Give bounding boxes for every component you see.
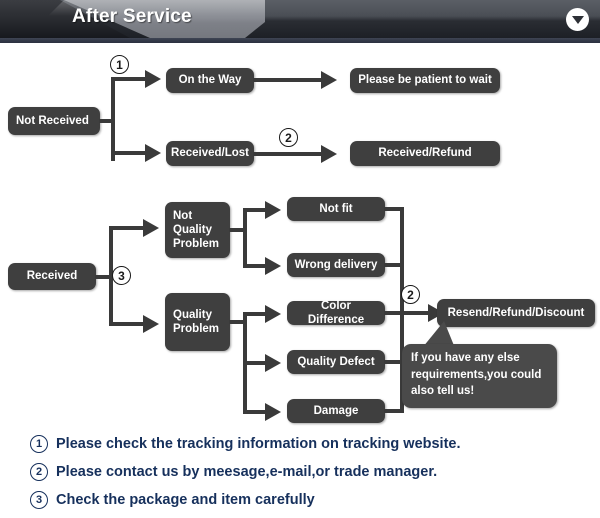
connector-bus-wrong-delivery: [384, 263, 404, 267]
connector-bus-damage: [384, 409, 404, 413]
connector-bus-quality-defect: [384, 360, 404, 364]
arrow-lost-to-refund: [321, 145, 337, 163]
connector-lost-to-refund: [253, 152, 323, 156]
connector-outcome-bus: [400, 207, 404, 413]
legend-item: 1 Please check the tracking information …: [30, 433, 590, 455]
arrow-to-quality: [143, 315, 159, 333]
node-received-refund[interactable]: Received/Refund: [350, 141, 500, 166]
node-damage[interactable]: Damage: [287, 399, 385, 423]
page-title: After Service: [72, 6, 192, 27]
marker-branch-split: 1: [110, 55, 129, 74]
node-received-lost[interactable]: Received/Lost: [166, 141, 254, 166]
legend-number: 3: [30, 491, 48, 509]
node-on-the-way[interactable]: On the Way: [166, 68, 254, 93]
callout-note: If you have any else requirements,you co…: [402, 344, 557, 408]
legend-text: Please contact us by meesage,e-mail,or t…: [56, 464, 438, 480]
arrow-to-on-the-way: [145, 70, 161, 88]
connector-bus-to-outcome: [400, 311, 430, 315]
legend-text: Please check the tracking information on…: [56, 436, 461, 452]
node-not-received[interactable]: Not Received: [8, 107, 100, 135]
node-not-fit[interactable]: Not fit: [287, 197, 385, 221]
marker-outcome: 2: [401, 285, 420, 304]
header-divider-highlight: [0, 43, 600, 45]
page-header: After Service: [0, 0, 600, 38]
connector-not-received-spine: [111, 77, 115, 161]
node-quality-problem[interactable]: Quality Problem: [165, 293, 230, 351]
connector-q-to-color: [243, 312, 267, 316]
arrow-to-not-fit: [265, 201, 281, 219]
arrow-to-quality-defect: [265, 354, 281, 372]
arrow-to-wrong-delivery: [265, 257, 281, 275]
connector-nq-spine: [243, 208, 247, 268]
arrow-to-received-lost: [145, 144, 161, 162]
connector-nq-trunk: [229, 228, 247, 232]
node-resend-refund-discount[interactable]: Resend/Refund/Discount: [437, 299, 595, 327]
node-quality-defect[interactable]: Quality Defect: [287, 350, 385, 374]
arrow-on-the-way-to-wait: [321, 71, 337, 89]
connector-nq-to-wrong-delivery: [243, 264, 267, 268]
node-color-difference[interactable]: Color Difference: [287, 300, 385, 326]
node-received[interactable]: Received: [8, 263, 96, 290]
legend-item: 3 Check the package and item carefully: [30, 489, 590, 511]
arrow-to-damage: [265, 403, 281, 421]
connector-to-not-quality: [109, 226, 145, 230]
connector-not-received-trunk: [99, 119, 115, 123]
chevron-down-icon[interactable]: [566, 8, 589, 31]
marker-received-branch: 3: [112, 266, 131, 285]
legend-text: Check the package and item carefully: [56, 492, 315, 508]
header-plate-gloss: [48, 0, 265, 16]
legend-number: 1: [30, 435, 48, 453]
connector-bus-not-fit: [384, 207, 404, 211]
connector-q-to-defect: [243, 361, 267, 365]
marker-lost-to-refund: 2: [279, 128, 298, 147]
legend: 1 Please check the tracking information …: [30, 433, 590, 517]
arrow-to-color-difference: [265, 305, 281, 323]
header-divider: [0, 38, 600, 43]
connector-to-on-the-way: [111, 77, 147, 81]
connector-on-the-way-to-wait: [253, 78, 323, 82]
node-not-quality-problem[interactable]: Not Quality Problem: [165, 202, 230, 258]
node-please-be-patient[interactable]: Please be patient to wait: [350, 68, 500, 93]
connector-q-to-damage: [243, 410, 267, 414]
legend-number: 2: [30, 463, 48, 481]
arrow-to-not-quality: [143, 219, 159, 237]
node-wrong-delivery[interactable]: Wrong delivery: [287, 253, 385, 277]
connector-q-trunk: [229, 320, 247, 324]
connector-bus-color-difference: [384, 311, 404, 315]
legend-item: 2 Please contact us by meesage,e-mail,or…: [30, 461, 590, 483]
connector-to-received-lost: [111, 151, 147, 155]
connector-received-spine: [109, 226, 113, 326]
connector-received-trunk: [95, 275, 113, 279]
connector-to-quality: [109, 322, 145, 326]
connector-nq-to-not-fit: [243, 208, 267, 212]
